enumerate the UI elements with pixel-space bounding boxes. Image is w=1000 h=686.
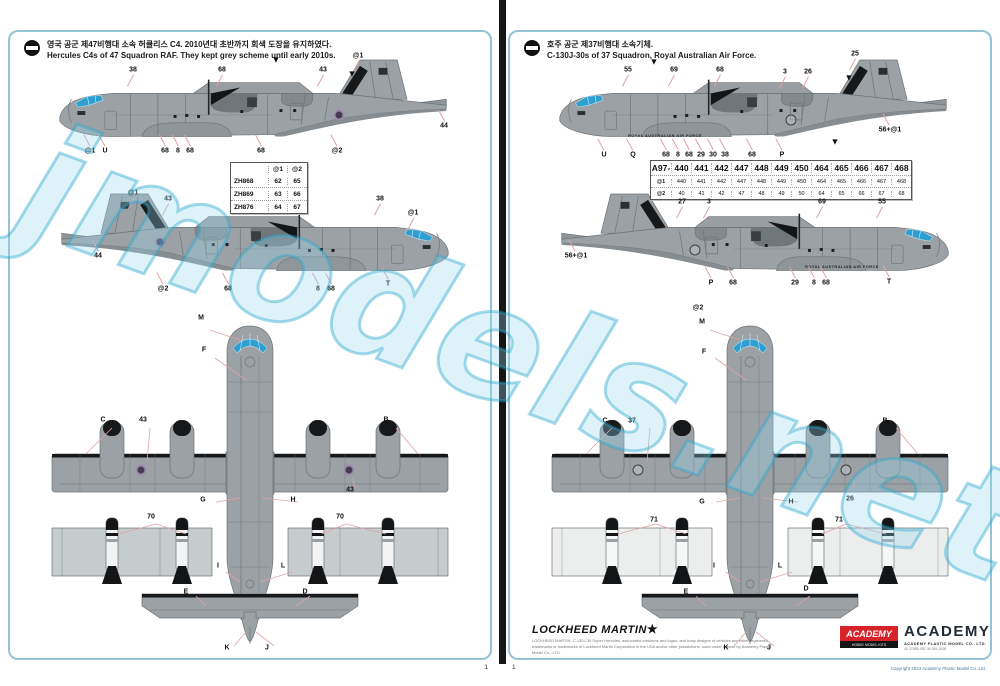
scheme-title-kr: 영국 공군 제47비행대 소속 허큘리스 C4. 2010년대 초반까지 회색 … xyxy=(47,40,332,49)
table-cell: 48 xyxy=(751,190,771,197)
page-number: 1 xyxy=(484,664,488,671)
decal-table-header: @1 @2 xyxy=(231,163,307,175)
decal-col-2: @2 xyxy=(287,165,306,173)
decal-table-row: ZH868 62 65 xyxy=(231,175,307,187)
scheme-title-en: C-130J-30s of 37 Squadron, Royal Austral… xyxy=(547,50,757,60)
table-cell: 448 xyxy=(751,163,771,173)
decal-value-2: 65 xyxy=(287,177,306,185)
callout: M xyxy=(198,314,204,322)
table-cell: 66 xyxy=(851,190,871,197)
scheme-header: 호주 공군 제37비행대 소속기체. C-130J-30s of 37 Squa… xyxy=(524,40,756,62)
decal-value-1: 64 xyxy=(268,203,287,211)
table-cell: 441 xyxy=(691,163,711,173)
table-cell: 465 xyxy=(831,178,851,185)
decal-table-row: ZH876 64 67 xyxy=(231,200,307,213)
table-cell: 67 xyxy=(871,190,891,197)
table-cell: 442 xyxy=(711,178,731,185)
plan-view-drawing xyxy=(50,322,450,662)
decal-table: @1 @2 ZH868 62 65 ZH869 63 66 ZH876 64 xyxy=(230,162,308,214)
page-raaf: 호주 공군 제37비행대 소속기체. C-130J-30s of 37 Squa… xyxy=(508,30,992,671)
table-cell: 68 xyxy=(891,190,911,197)
table-cell: 464 xyxy=(811,178,831,185)
star-icon: ★ xyxy=(646,622,659,636)
row-label: A97- xyxy=(651,163,671,173)
table-cell: 40 xyxy=(671,190,691,197)
decal-value-1: 63 xyxy=(268,190,287,198)
table-cell: 442 xyxy=(711,163,731,173)
scheme-title-en: Hercules C4s of 47 Squadron RAF. They ke… xyxy=(47,50,336,60)
table-cell: 47 xyxy=(731,190,751,197)
table-cell: 450 xyxy=(791,163,811,173)
table-cell: 449 xyxy=(771,163,791,173)
table-cell: 49 xyxy=(771,190,791,197)
table-cell: 447 xyxy=(731,163,751,173)
table-cell: 64 xyxy=(811,190,831,197)
row-label: @2 xyxy=(656,190,666,197)
table-cell: 440 xyxy=(671,163,691,173)
serial-number: ZH869 xyxy=(234,190,254,198)
table-cell: 450 xyxy=(791,178,811,185)
table-cell: 440 xyxy=(671,178,691,185)
book-spine xyxy=(499,0,506,664)
table-cell: 466 xyxy=(851,163,871,173)
academy-box-logo: ACADEMY HOBBY MODEL KITS xyxy=(840,626,898,648)
table-cell: 449 xyxy=(771,178,791,185)
table-cell: 42 xyxy=(711,190,731,197)
marking-option-icon xyxy=(524,40,540,56)
table-cell: 464 xyxy=(811,163,831,173)
serial-number: ZH868 xyxy=(234,177,254,185)
table-cell: 467 xyxy=(871,178,891,185)
decal-table-row: ZH869 63 66 xyxy=(231,187,307,200)
table-cell: 41 xyxy=(691,190,711,197)
table-cell: 467 xyxy=(871,163,891,173)
side-view-starboard-drawing xyxy=(548,188,960,306)
table-cell: 441 xyxy=(691,178,711,185)
fuselage-titles-starboard: ROYAL AUSTRALIAN AIR FORCE xyxy=(805,264,879,269)
plan-view-drawing xyxy=(550,322,950,662)
side-view-port-drawing xyxy=(48,54,460,172)
license-fine-print: LOCKHEED MARTIN, C-130J-30 Super Hercule… xyxy=(532,638,772,655)
scheme-title-kr: 호주 공군 제37비행대 소속기체. xyxy=(547,40,654,49)
table-cell: 447 xyxy=(731,178,751,185)
copyright-line: Copyright 2023 Academy Plastic Model Co.… xyxy=(890,666,986,671)
decal-value-2: 66 xyxy=(287,190,306,198)
scheme-header: 영국 공군 제47비행대 소속 허큘리스 C4. 2010년대 초반까지 회색 … xyxy=(24,40,336,62)
decal-col-1: @1 xyxy=(268,165,287,173)
side-view-port-drawing xyxy=(548,54,960,172)
decal-table-body: ZH868 62 65 ZH869 63 66 ZH876 64 67 xyxy=(231,175,307,213)
table-cell: 466 xyxy=(851,178,871,185)
serial-number: ZH876 xyxy=(234,203,254,211)
page-raf: 영국 공군 제47비행대 소속 허큘리스 C4. 2010년대 초반까지 회색 … xyxy=(8,30,492,671)
page-number: 1 xyxy=(512,664,516,671)
table-cell: 468 xyxy=(891,163,911,173)
decal-value-1: 62 xyxy=(268,177,287,185)
table-cell: 65 xyxy=(831,190,851,197)
table-cell: 448 xyxy=(751,178,771,185)
decal-value-2: 67 xyxy=(287,203,306,211)
lockheed-martin-logo: LOCKHEED MARTIN★ xyxy=(532,622,659,636)
row-label: @1 xyxy=(656,178,666,185)
marking-option-icon xyxy=(24,40,40,56)
academy-logotype: ACADEMY ACADEMY PLASTIC MODEL CO., LTD. … xyxy=(904,623,991,651)
table-cell: 50 xyxy=(791,190,811,197)
fuselage-titles-port: ROYAL AUSTRALIAN AIR FORCE xyxy=(628,133,702,138)
table-cell: 468 xyxy=(891,178,911,185)
table-cell: 465 xyxy=(831,163,851,173)
